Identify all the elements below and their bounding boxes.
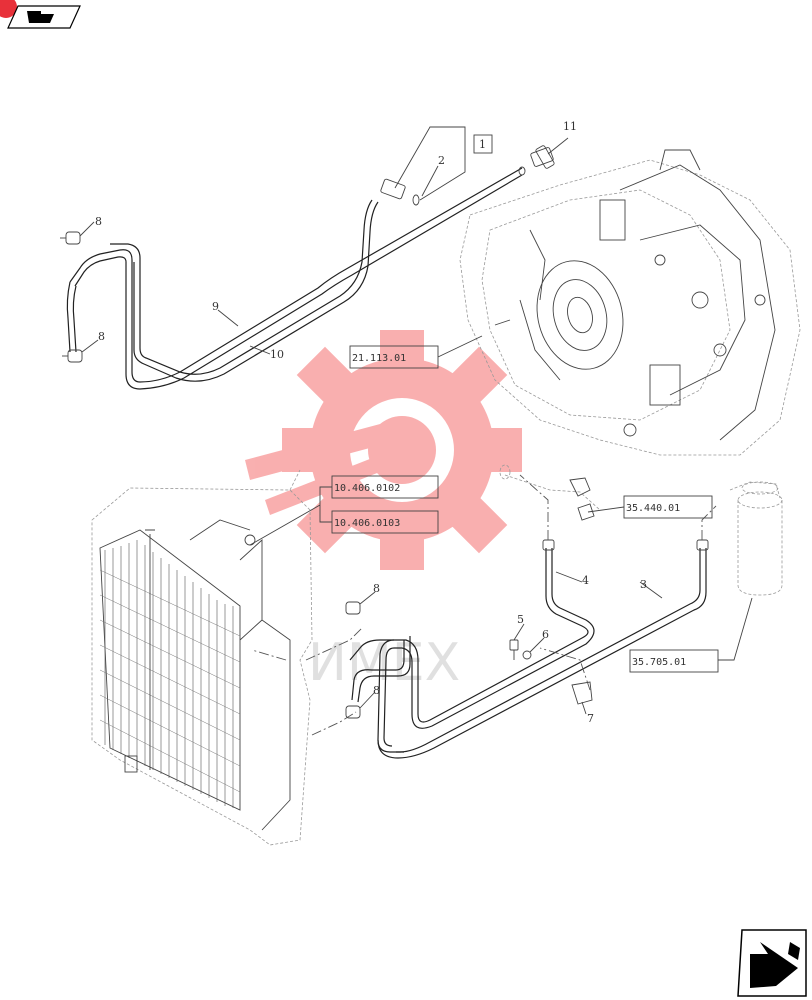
fitting-elbow-2 (380, 178, 420, 206)
callout-4: 4 (582, 574, 589, 587)
callout-8-a: 8 (95, 215, 102, 228)
callout-9: 9 (212, 300, 219, 313)
callout-8-b: 8 (98, 330, 105, 343)
bolt-5 (509, 639, 519, 660)
ref-35-705-01: 35.705.01 (632, 657, 686, 668)
valve-assembly (499, 464, 601, 521)
nav-arrow-icon[interactable] (0, 0, 81, 29)
pipe-10 (66, 199, 379, 382)
clamp-8-lower-radiator-b (345, 705, 361, 719)
washer-6 (522, 650, 532, 660)
fitting-elbow-11 (530, 145, 555, 169)
fitting-4-top (542, 539, 555, 551)
clamp-8-upper (60, 231, 81, 245)
fitting-3-top (696, 539, 709, 551)
watermark-logo (245, 330, 522, 570)
ref-21-113-01: 21.113.01 (352, 353, 406, 364)
red-badge-icon (0, 0, 17, 18)
callout-8-d: 8 (373, 684, 380, 697)
callout-11: 11 (563, 120, 577, 133)
clip-7 (571, 681, 593, 705)
group-box-label: 1 (479, 138, 486, 151)
ref-35-440-01: 35.440.01 (626, 503, 680, 514)
callout-3: 3 (640, 578, 647, 591)
callout-5: 5 (517, 613, 524, 626)
pipe-4 (377, 548, 595, 753)
watermark-text: ИМЕХ (308, 633, 460, 693)
callout-6: 6 (542, 628, 549, 641)
pipe-3 (349, 548, 707, 759)
ref-box-35-705-01[interactable] (629, 649, 719, 673)
radiator (91, 469, 313, 846)
clamp-8-lower-radiator-a (345, 601, 361, 615)
clamp-8-lower (62, 349, 83, 363)
callout-2: 2 (438, 154, 445, 167)
callout-7: 7 (587, 712, 594, 725)
callout-10: 10 (270, 348, 284, 361)
callout-8-c: 8 (373, 582, 380, 595)
group-box (473, 134, 493, 154)
oil-filter (729, 481, 783, 596)
ref-10-406-0103: 10.406.0103 (334, 518, 400, 529)
transmission-housing (459, 149, 801, 456)
ref-10-406-0102: 10.406.0102 (334, 483, 400, 494)
pipe-9 (69, 167, 523, 390)
next-page-arrow-icon[interactable] (737, 929, 807, 997)
